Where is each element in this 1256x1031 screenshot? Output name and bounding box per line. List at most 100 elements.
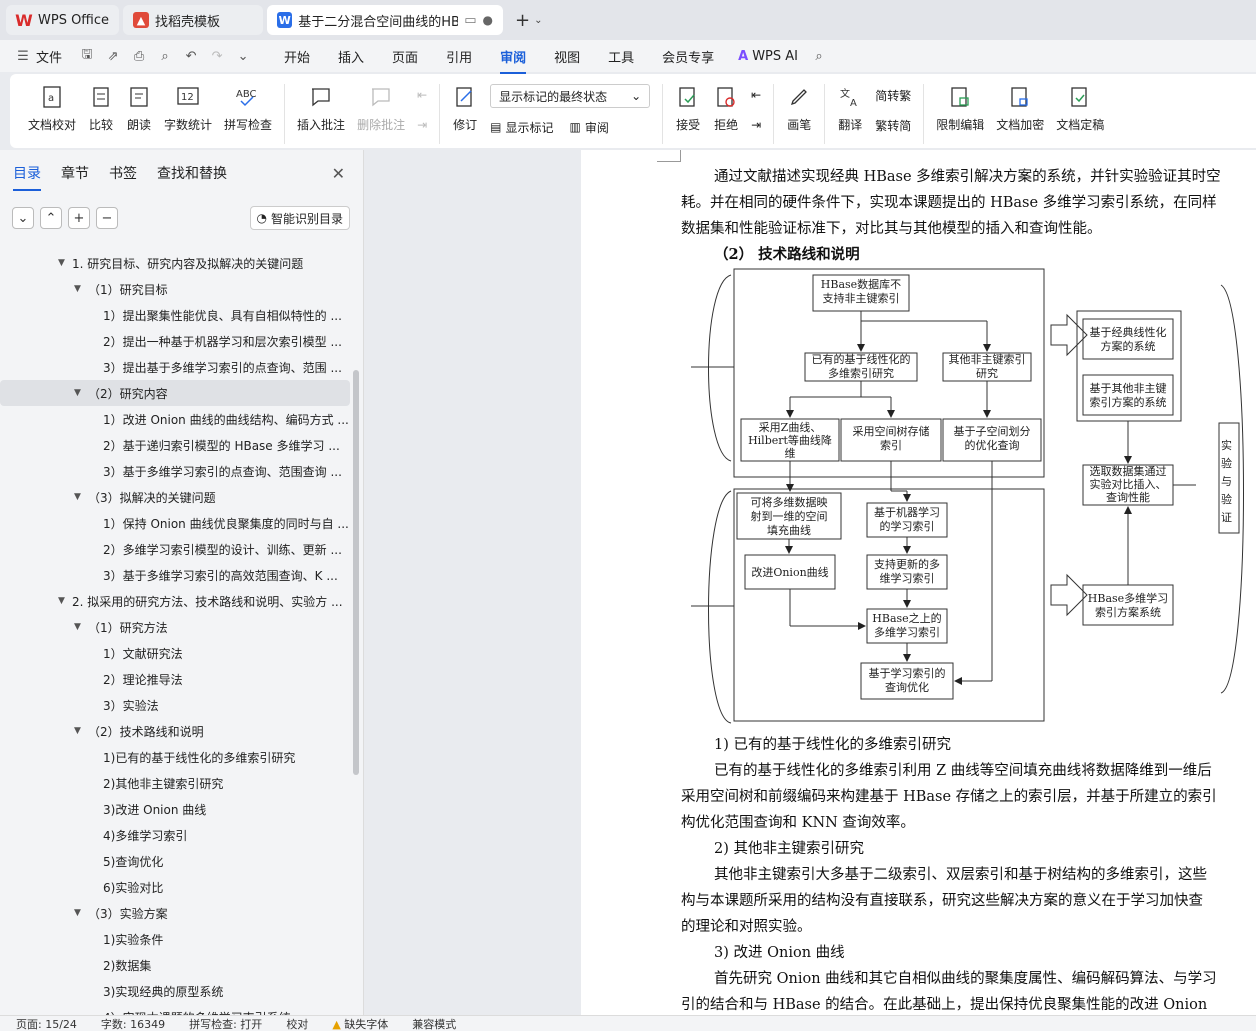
to-simplified-button[interactable]: 繁转简	[875, 114, 911, 136]
expand-arrow-icon[interactable]: ▼	[74, 622, 81, 632]
delete-comment-button[interactable]: 删除批注	[351, 84, 411, 140]
markup-state-select[interactable]: 显示标记的最终状态⌄	[490, 84, 651, 108]
search-icon[interactable]: ⌕	[815, 48, 823, 64]
accept-button[interactable]: 接受	[669, 84, 707, 140]
toc-item[interactable]: ▼（1）研究目标	[0, 276, 352, 302]
toc-item[interactable]: 2)数据集	[0, 952, 352, 978]
show-markup-button[interactable]: ▤显示标记 ▥审阅	[490, 116, 650, 138]
expand-arrow-icon[interactable]: ▼	[58, 596, 65, 606]
next-change-icon[interactable]: ⇥	[751, 118, 762, 132]
toc-item[interactable]: 3）实验法	[0, 692, 352, 718]
review-label[interactable]: 审阅	[584, 120, 609, 135]
prev-change-icon[interactable]: ⇤	[751, 88, 762, 102]
next-comment-icon[interactable]: ⇥	[417, 118, 428, 132]
toc-item[interactable]: 1）改进 Onion 曲线的曲线结构、编码方式 ...	[0, 406, 352, 432]
toc-item[interactable]: 2）理论推导法	[0, 666, 352, 692]
menu-page[interactable]: 页面	[392, 50, 419, 66]
toc-item[interactable]: ▼1. 研究目标、研究内容及拟解决的关键问题	[0, 250, 352, 276]
close-icon[interactable]: ✕	[331, 164, 345, 183]
print-icon[interactable]: ⎙	[133, 48, 145, 64]
menu-file[interactable]: 文件	[36, 50, 63, 66]
pen-button[interactable]: 画笔	[780, 84, 818, 140]
toc-item[interactable]: ▼2. 拟采用的研究方法、技术路线和说明、实验方 ...	[0, 588, 352, 614]
undo-icon[interactable]: ↶	[185, 48, 197, 64]
word-count-indicator[interactable]: 字数: 16349	[100, 1017, 166, 1031]
quick-access-chevron-icon[interactable]: ⌄	[237, 48, 249, 64]
toc-item[interactable]: 1）保持 Onion 曲线优良聚集度的同时与自 ...	[0, 510, 352, 536]
toc-item[interactable]: 1)实验条件	[0, 926, 352, 952]
spell-check-indicator[interactable]: 拼写检查: 打开	[189, 1017, 263, 1031]
expand-arrow-icon[interactable]: ▼	[74, 908, 81, 918]
toc-item[interactable]: 1)已有的基于线性化的多维索引研究	[0, 744, 352, 770]
menu-member[interactable]: 会员专享	[662, 50, 715, 66]
toc-item[interactable]: 4)多维学习索引	[0, 822, 352, 848]
add-icon[interactable]: +	[68, 207, 90, 229]
pane-tab-find-replace[interactable]: 查找和替换	[157, 166, 227, 182]
tab-current-document[interactable]: W 基于二分混合空间曲线的HBas ▭ ●	[267, 5, 504, 35]
expand-icon[interactable]: ⌄	[12, 207, 34, 229]
toc-item[interactable]: ▼（3）拟解决的关键问题	[0, 484, 352, 510]
to-traditional-button[interactable]: 简转繁	[875, 84, 911, 106]
toc-item[interactable]: 2)其他非主键索引研究	[0, 770, 352, 796]
encrypt-button[interactable]: 文档加密	[990, 84, 1050, 140]
document-page[interactable]: 通过文献描述实现经典 HBase 多维索引解决方案的系统，并针实验验证其时空 耗…	[581, 150, 1256, 1015]
expand-arrow-icon[interactable]: ▼	[74, 726, 81, 736]
revise-button[interactable]: 修订	[446, 84, 484, 140]
toc-item[interactable]: ▼（1）研究方法	[0, 614, 352, 640]
tab-list-chevron-icon[interactable]: ⌄	[534, 14, 543, 26]
toc-item[interactable]: 3）提出基于多维学习索引的点查询、范围 ...	[0, 354, 352, 380]
toc-item[interactable]: ▼（2）技术路线和说明	[0, 718, 352, 744]
tab-dot-icon[interactable]: ●	[482, 13, 494, 27]
toc-item[interactable]: 1）提出聚集性能优良、具有自相似特性的 ...	[0, 302, 352, 328]
insert-comment-button[interactable]: 插入批注	[291, 84, 351, 140]
toc-item[interactable]: 3）基于多维学习索引的高效范围查询、K ...	[0, 562, 352, 588]
save-icon[interactable]: 🖫	[81, 47, 93, 62]
finalize-button[interactable]: 文档定稿	[1050, 84, 1110, 140]
collapse-icon[interactable]: ⌃	[40, 207, 62, 229]
pane-tab-chapters[interactable]: 章节	[61, 166, 89, 182]
share-icon[interactable]: ⇗	[107, 48, 119, 64]
new-tab-icon[interactable]: +	[515, 9, 531, 31]
toc-item[interactable]: 1）文献研究法	[0, 640, 352, 666]
redo-icon[interactable]: ↷	[211, 48, 223, 64]
spell-check-button[interactable]: ABC 拼写检查	[218, 84, 278, 140]
word-count-button[interactable]: 12 字数统计	[158, 84, 218, 140]
tab-docer-templates[interactable]: ▲ 找稻壳模板	[123, 5, 264, 35]
expand-arrow-icon[interactable]: ▼	[74, 492, 81, 502]
proof-indicator[interactable]: 校对	[286, 1017, 309, 1031]
toc-item[interactable]: 2）基于递归索引模型的 HBase 多维学习 ...	[0, 432, 352, 458]
toc-item[interactable]: ▼（3）实验方案	[0, 900, 352, 926]
toc-scrollbar[interactable]	[353, 370, 359, 775]
toc-item[interactable]: 6)实验对比	[0, 874, 352, 900]
toc-item[interactable]: 2）提出一种基于机器学习和层次索引模型 ...	[0, 328, 352, 354]
doc-check-button[interactable]: a 文档校对	[22, 84, 82, 140]
menu-insert[interactable]: 插入	[338, 50, 365, 66]
toc-item[interactable]: 5)查询优化	[0, 848, 352, 874]
tab-wps-office[interactable]: W WPS Office	[6, 5, 120, 35]
expand-arrow-icon[interactable]: ▼	[74, 388, 81, 398]
expand-arrow-icon[interactable]: ▼	[58, 258, 65, 268]
pane-tab-toc[interactable]: 目录	[13, 163, 41, 191]
toc-item[interactable]: 4）实现本课题的多维学习索引系统	[0, 1004, 352, 1016]
reject-button[interactable]: 拒绝	[707, 84, 745, 140]
restrict-edit-button[interactable]: 限制编辑	[930, 84, 990, 140]
read-aloud-button[interactable]: 朗读	[120, 84, 158, 140]
hamburger-icon[interactable]: ☰	[17, 48, 29, 64]
menu-wps-ai[interactable]: WPS AI	[752, 48, 799, 64]
toc-item[interactable]: 2）多维学习索引模型的设计、训练、更新 ...	[0, 536, 352, 562]
page-indicator[interactable]: 页面: 15/24	[16, 1017, 77, 1031]
menu-reference[interactable]: 引用	[446, 50, 473, 66]
menu-view[interactable]: 视图	[554, 50, 581, 66]
toc-item[interactable]: ▼（2）研究内容	[0, 380, 350, 406]
print-preview-icon[interactable]: ⌕	[161, 48, 169, 64]
expand-arrow-icon[interactable]: ▼	[74, 284, 81, 294]
toc-item[interactable]: 3)实现经典的原型系统	[0, 978, 352, 1004]
toc-item[interactable]: 3)改进 Onion 曲线	[0, 796, 352, 822]
prev-comment-icon[interactable]: ⇤	[417, 88, 428, 102]
missing-font-indicator[interactable]: ▲ 缺失字体	[332, 1016, 388, 1031]
compare-button[interactable]: 比较	[82, 84, 120, 140]
remove-icon[interactable]: −	[96, 207, 118, 229]
toc-item[interactable]: 3）基于多维学习索引的点查询、范围查询 ...	[0, 458, 352, 484]
menu-review[interactable]: 审阅	[486, 47, 540, 74]
